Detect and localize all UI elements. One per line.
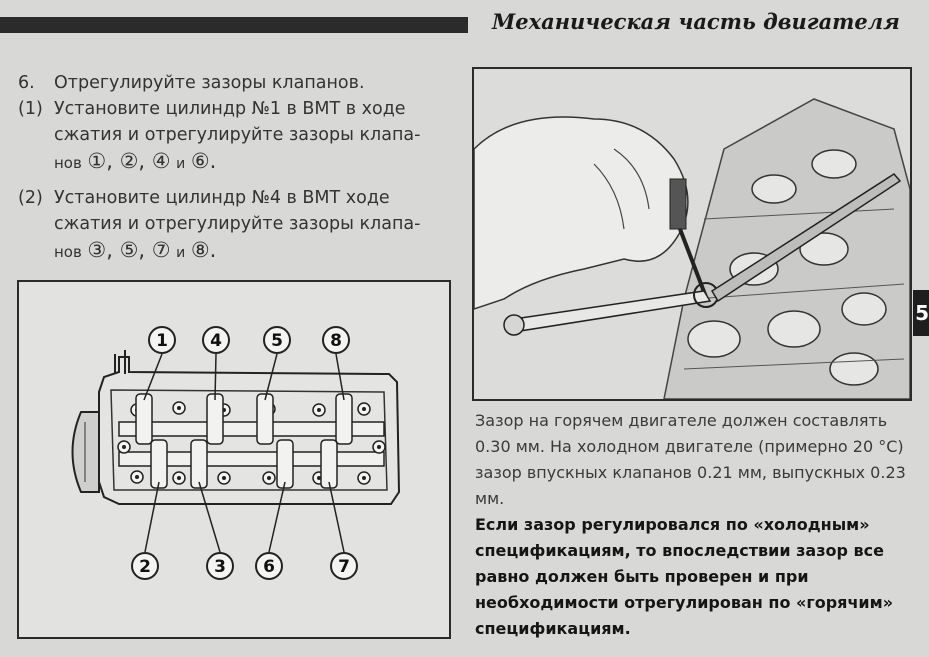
valve-adjustment-photo (472, 67, 912, 401)
caption: Зазор на горячем двигателе должен состав… (475, 408, 915, 642)
valve-label-5: 5 (271, 331, 283, 351)
instructions: 6. Отрегулируйте зазоры клапанов. (1) Ус… (18, 70, 448, 266)
feeler-gauge-icon (710, 173, 902, 303)
step-1: (1) Установите цилиндр №1 в ВМТ в ходе (18, 96, 448, 122)
valve-diagram-figure: 1 4 5 8 2 3 6 7 (17, 280, 451, 639)
valve-label-7: 7 (338, 557, 350, 577)
valve-label-6: 6 (263, 557, 275, 577)
cylinder-head-diagram: 1 4 5 8 2 3 6 7 (71, 326, 401, 580)
camshaft-icon (118, 421, 385, 467)
step-2-line2: сжатия и отрегулируйте зазоры клапа- (54, 214, 421, 234)
adjustment-illustration (474, 69, 910, 399)
step-1-and: и (176, 156, 186, 172)
step-2-and: и (176, 245, 186, 261)
header-bar (0, 17, 468, 33)
hand-icon (474, 116, 689, 310)
step-1-number: (1) (18, 99, 43, 119)
caption-text: Зазор на горячем двигателе должен состав… (475, 411, 906, 508)
valve-label-2: 2 (139, 557, 151, 577)
step-2-number: (2) (18, 188, 43, 208)
step-1-prefix: нов (54, 154, 82, 172)
step-2-prefix: нов (54, 243, 82, 261)
valve-label-4: 4 (210, 331, 222, 351)
screwdriver-icon (669, 178, 708, 298)
step-2-line1: Установите цилиндр №4 в ВМТ ходе (54, 188, 390, 208)
chapter-tab: 5 (913, 290, 929, 336)
step-1-valves-b: ⑥. (190, 149, 217, 173)
step-6-number: 6. (18, 73, 35, 93)
step-1-line3: нов ①, ②, ④ и ⑥. (18, 148, 448, 177)
step-2: (2) Установите цилиндр №4 в ВМТ ходе (18, 185, 448, 211)
valve-label-8: 8 (330, 331, 342, 351)
page-title: Механическая часть двигателя (492, 9, 900, 34)
step-1-line1: Установите цилиндр №1 в ВМТ в ходе (54, 99, 406, 119)
camshaft-pulley-icon (71, 411, 100, 493)
step-2-valves-a: ③, ⑤, ⑦ (87, 238, 171, 262)
caption-warning: Если зазор регулировался по «холодным» с… (475, 515, 894, 638)
step-6: 6. Отрегулируйте зазоры клапанов. (18, 70, 448, 96)
step-2-line3: нов ③, ⑤, ⑦ и ⑧. (18, 237, 448, 266)
step-1-valves-a: ①, ②, ④ (87, 149, 171, 173)
step-6-text: Отрегулируйте зазоры клапанов. (54, 73, 365, 93)
valve-badges: 1 4 5 8 2 3 6 7 (131, 326, 358, 580)
step-1-line2: сжатия и отрегулируйте зазоры клапа- (54, 125, 421, 145)
valve-label-1: 1 (156, 331, 168, 351)
valve-label-3: 3 (214, 557, 226, 577)
step-2-valves-b: ⑧. (190, 238, 217, 262)
